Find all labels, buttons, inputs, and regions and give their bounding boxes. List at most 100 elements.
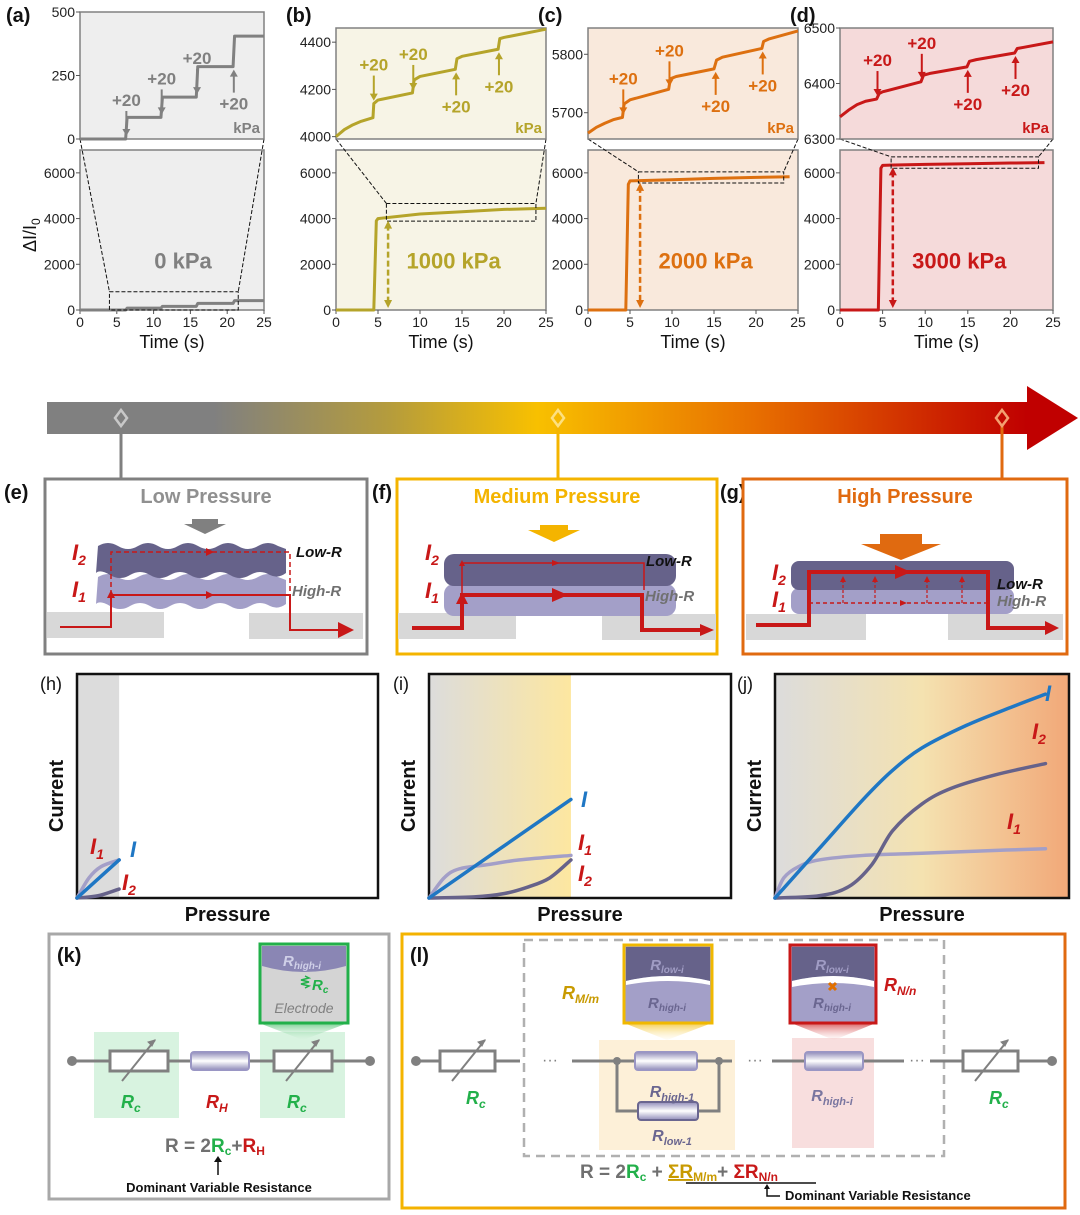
mechanism-title: High Pressure — [837, 486, 973, 508]
inset-y-tick-label: 5800 — [552, 46, 583, 62]
series-label-I: I — [130, 837, 137, 862]
panel-label-g: (g) — [720, 482, 746, 504]
svg-text:Rc: Rc — [989, 1088, 1009, 1111]
panel-label-c: (c) — [538, 5, 562, 27]
x-tick-label: 5 — [113, 314, 121, 330]
svg-text:Rc: Rc — [312, 977, 329, 996]
inset-y-tick-label: 250 — [52, 68, 76, 84]
zoom-connector — [237, 138, 265, 292]
electrode-right — [602, 614, 716, 640]
inset-high: Rlow-i Rhigh-i — [788, 943, 878, 1025]
svg-text:Rlow-1: Rlow-1 — [652, 1128, 692, 1148]
resistor-high-1 — [634, 1051, 698, 1071]
y-tick-label: 4000 — [300, 211, 331, 227]
electrode-right — [249, 613, 363, 639]
x-tick-label: 5 — [626, 314, 634, 330]
svg-text:Rc: Rc — [121, 1092, 141, 1115]
zoom-box — [108, 291, 239, 311]
step-label: +20 — [1001, 81, 1030, 100]
svg-text:Rhigh-i: Rhigh-i — [648, 995, 686, 1014]
svg-text:Rhigh-1: Rhigh-1 — [650, 1084, 695, 1104]
step-arrowhead-icon — [758, 51, 767, 59]
svg-text:Rhigh-i: Rhigh-i — [811, 1088, 853, 1108]
y-tick-label: 6000 — [44, 165, 75, 181]
svg-text:RH: RH — [206, 1092, 228, 1115]
high-r-layer — [96, 574, 286, 609]
step-arrowhead-icon — [409, 82, 418, 90]
zoom-connector — [839, 138, 892, 158]
step-label: +20 — [485, 77, 514, 96]
dominant-note-l: Dominant Variable Resistance — [785, 1188, 971, 1203]
step-label: +20 — [748, 76, 777, 95]
x-tick-label: 0 — [584, 314, 592, 330]
zoom-box — [890, 156, 1040, 169]
y-axis-label: Current — [744, 760, 766, 833]
x-axis-label: Pressure — [537, 904, 623, 926]
y-tick-label: 0 — [67, 302, 75, 318]
y-axis-label: Current — [46, 760, 68, 833]
x-axis-label: Time (s) — [914, 332, 979, 352]
low-r-layer — [444, 554, 676, 586]
inset-medium: Rlow-i Rhigh-i — [622, 943, 714, 1025]
step-arrowhead-icon — [665, 79, 674, 87]
dominant-note-k: Dominant Variable Resistance — [126, 1180, 312, 1195]
inset-y-tick-label: 500 — [52, 4, 76, 20]
x-axis-label: Time (s) — [660, 332, 725, 352]
inset-y-tick-label: 0 — [67, 131, 75, 147]
plot-frame — [427, 672, 733, 900]
step-label: +20 — [359, 56, 388, 75]
high-r-label: High-R — [645, 588, 694, 605]
step-label: +20 — [442, 97, 471, 116]
mechanism-title: Medium Pressure — [474, 486, 641, 508]
step-arrowhead-icon — [494, 52, 503, 60]
pointer-low — [113, 407, 129, 478]
low-r-label: Low-R — [997, 576, 1043, 593]
plot-area — [839, 149, 1054, 311]
x-axis-label: Pressure — [185, 904, 271, 926]
pressure-arrow-icon — [528, 525, 580, 542]
step-arrowhead-icon — [122, 129, 131, 136]
series-line — [588, 175, 790, 312]
step-label: +20 — [863, 51, 892, 70]
x-tick-label: 25 — [1045, 314, 1061, 330]
resistor-low-1 — [637, 1101, 699, 1121]
svg-text:···: ··· — [542, 1052, 558, 1069]
y-axis-label: Current — [398, 760, 420, 833]
y-tick-label: 2000 — [44, 256, 75, 272]
x-tick-label: 20 — [219, 314, 235, 330]
resistor-high-i — [804, 1051, 864, 1071]
high-r-label: High-R — [292, 583, 341, 600]
x-tick-label: 15 — [706, 314, 722, 330]
i1-label: I1 — [72, 577, 86, 605]
chart-title: 2000 kPa — [658, 248, 753, 273]
series-line — [80, 299, 264, 312]
svg-text:Rlow-i: Rlow-i — [650, 957, 684, 976]
panel-label-b: (b) — [286, 5, 312, 27]
x-axis-label: Time (s) — [139, 332, 204, 352]
plot-area — [77, 674, 378, 898]
inset-y-tick-label: 6300 — [804, 131, 835, 147]
circuit-low-pressure: (k) Rhigh-i Rc Electrode Rc RH Rc R = 2R… — [47, 932, 391, 1201]
x-tick-label: 20 — [748, 314, 764, 330]
circuit-high-pressure: (l) Rlow-i Rhigh-i Rlow-i Rhigh-i RM/m R… — [400, 932, 1067, 1210]
rc-highlight-right — [260, 1032, 345, 1118]
series-label-I: I — [581, 787, 588, 812]
pressure-gradient-arrow — [47, 386, 1078, 478]
series-I2 — [427, 858, 573, 900]
y-axis-label: ΔI/I0 — [20, 218, 43, 252]
series-I — [427, 797, 573, 900]
i1-label: I1 — [772, 587, 786, 615]
pressure-arrow-icon — [861, 534, 941, 560]
x-tick-label: 10 — [917, 314, 933, 330]
equation-k: R = 2Rc+RH — [165, 1136, 265, 1158]
zoom-connector — [535, 138, 547, 204]
zoom-connector — [79, 138, 110, 292]
series-label-I: I — [1045, 681, 1052, 706]
zoom-box — [385, 202, 537, 222]
step-arrowhead-icon — [873, 89, 882, 97]
y-tick-label: 2000 — [300, 256, 331, 272]
x-tick-label: 25 — [790, 314, 806, 330]
x-axis-label: Time (s) — [408, 332, 473, 352]
